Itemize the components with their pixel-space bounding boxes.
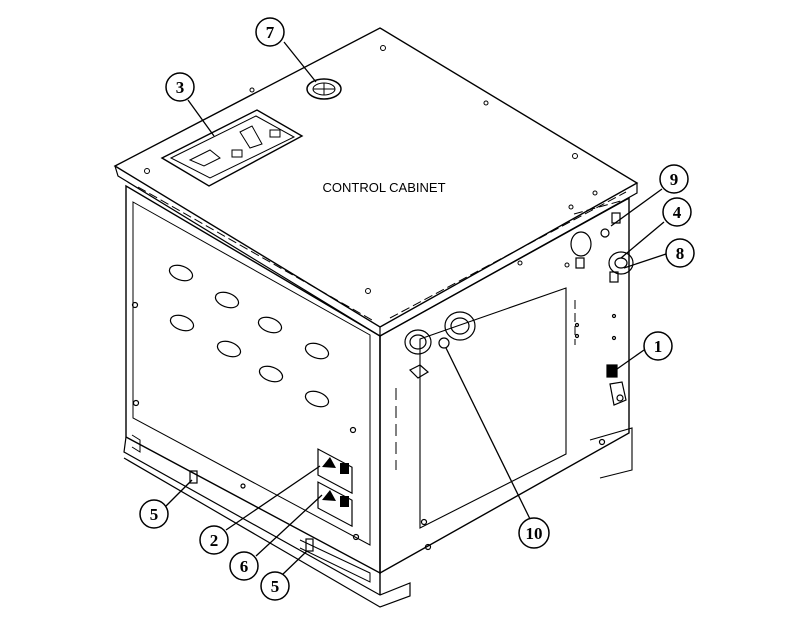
svg-text:9: 9	[670, 170, 679, 189]
vent-slot	[304, 342, 330, 360]
right-door-panel	[419, 287, 567, 529]
callout-2: 2	[199, 525, 229, 555]
vent-slot	[214, 291, 240, 309]
ground-stud	[189, 470, 198, 484]
callout-7: 7	[255, 17, 285, 47]
right-face-connectors	[404, 212, 634, 551]
base-skid	[123, 436, 411, 608]
svg-text:3: 3	[176, 78, 185, 97]
circular-connector	[444, 311, 476, 341]
svg-text:6: 6	[240, 557, 249, 576]
warning-label	[317, 481, 353, 528]
vent-slot	[169, 314, 195, 332]
svg-text:2: 2	[210, 531, 219, 550]
callout-10: 10	[518, 517, 550, 549]
vent-cap	[306, 78, 342, 100]
callouts: 7 3 9 4 8 1 10 5	[139, 17, 695, 601]
ground-stud	[305, 538, 314, 552]
callout-5: 5	[139, 499, 169, 529]
leader-lines	[165, 41, 667, 576]
callout-9: 9	[659, 164, 689, 194]
vent-slot	[258, 365, 284, 383]
cable-gland	[608, 251, 634, 275]
callout-5: 5	[260, 571, 290, 601]
cabinet-top-panel	[113, 27, 639, 328]
switch-plate	[606, 364, 618, 378]
vent-slot	[168, 264, 194, 282]
vent-slot	[216, 340, 242, 358]
svg-text:1: 1	[654, 337, 663, 356]
callout-1: 1	[643, 331, 673, 361]
cover-plate	[160, 109, 304, 187]
cable-gland	[570, 231, 592, 257]
vent-slot	[304, 390, 330, 408]
svg-text:8: 8	[676, 244, 685, 263]
svg-text:5: 5	[150, 505, 159, 524]
svg-text:7: 7	[266, 23, 275, 42]
svg-text:5: 5	[271, 577, 280, 596]
left-face-details	[131, 264, 360, 552]
callout-6: 6	[229, 551, 259, 581]
callout-8: 8	[665, 238, 695, 268]
callout-3: 3	[165, 72, 195, 102]
callout-4: 4	[662, 197, 692, 227]
cabinet-body	[113, 27, 639, 608]
top-hardware	[144, 45, 598, 294]
cabinet-right-face	[379, 196, 630, 575]
svg-text:4: 4	[673, 203, 682, 222]
cabinet-title: CONTROL CABINET	[322, 180, 445, 195]
vent-slot	[257, 316, 283, 334]
circular-connector	[404, 329, 432, 355]
warning-label	[317, 448, 353, 495]
svg-text:10: 10	[526, 524, 543, 543]
